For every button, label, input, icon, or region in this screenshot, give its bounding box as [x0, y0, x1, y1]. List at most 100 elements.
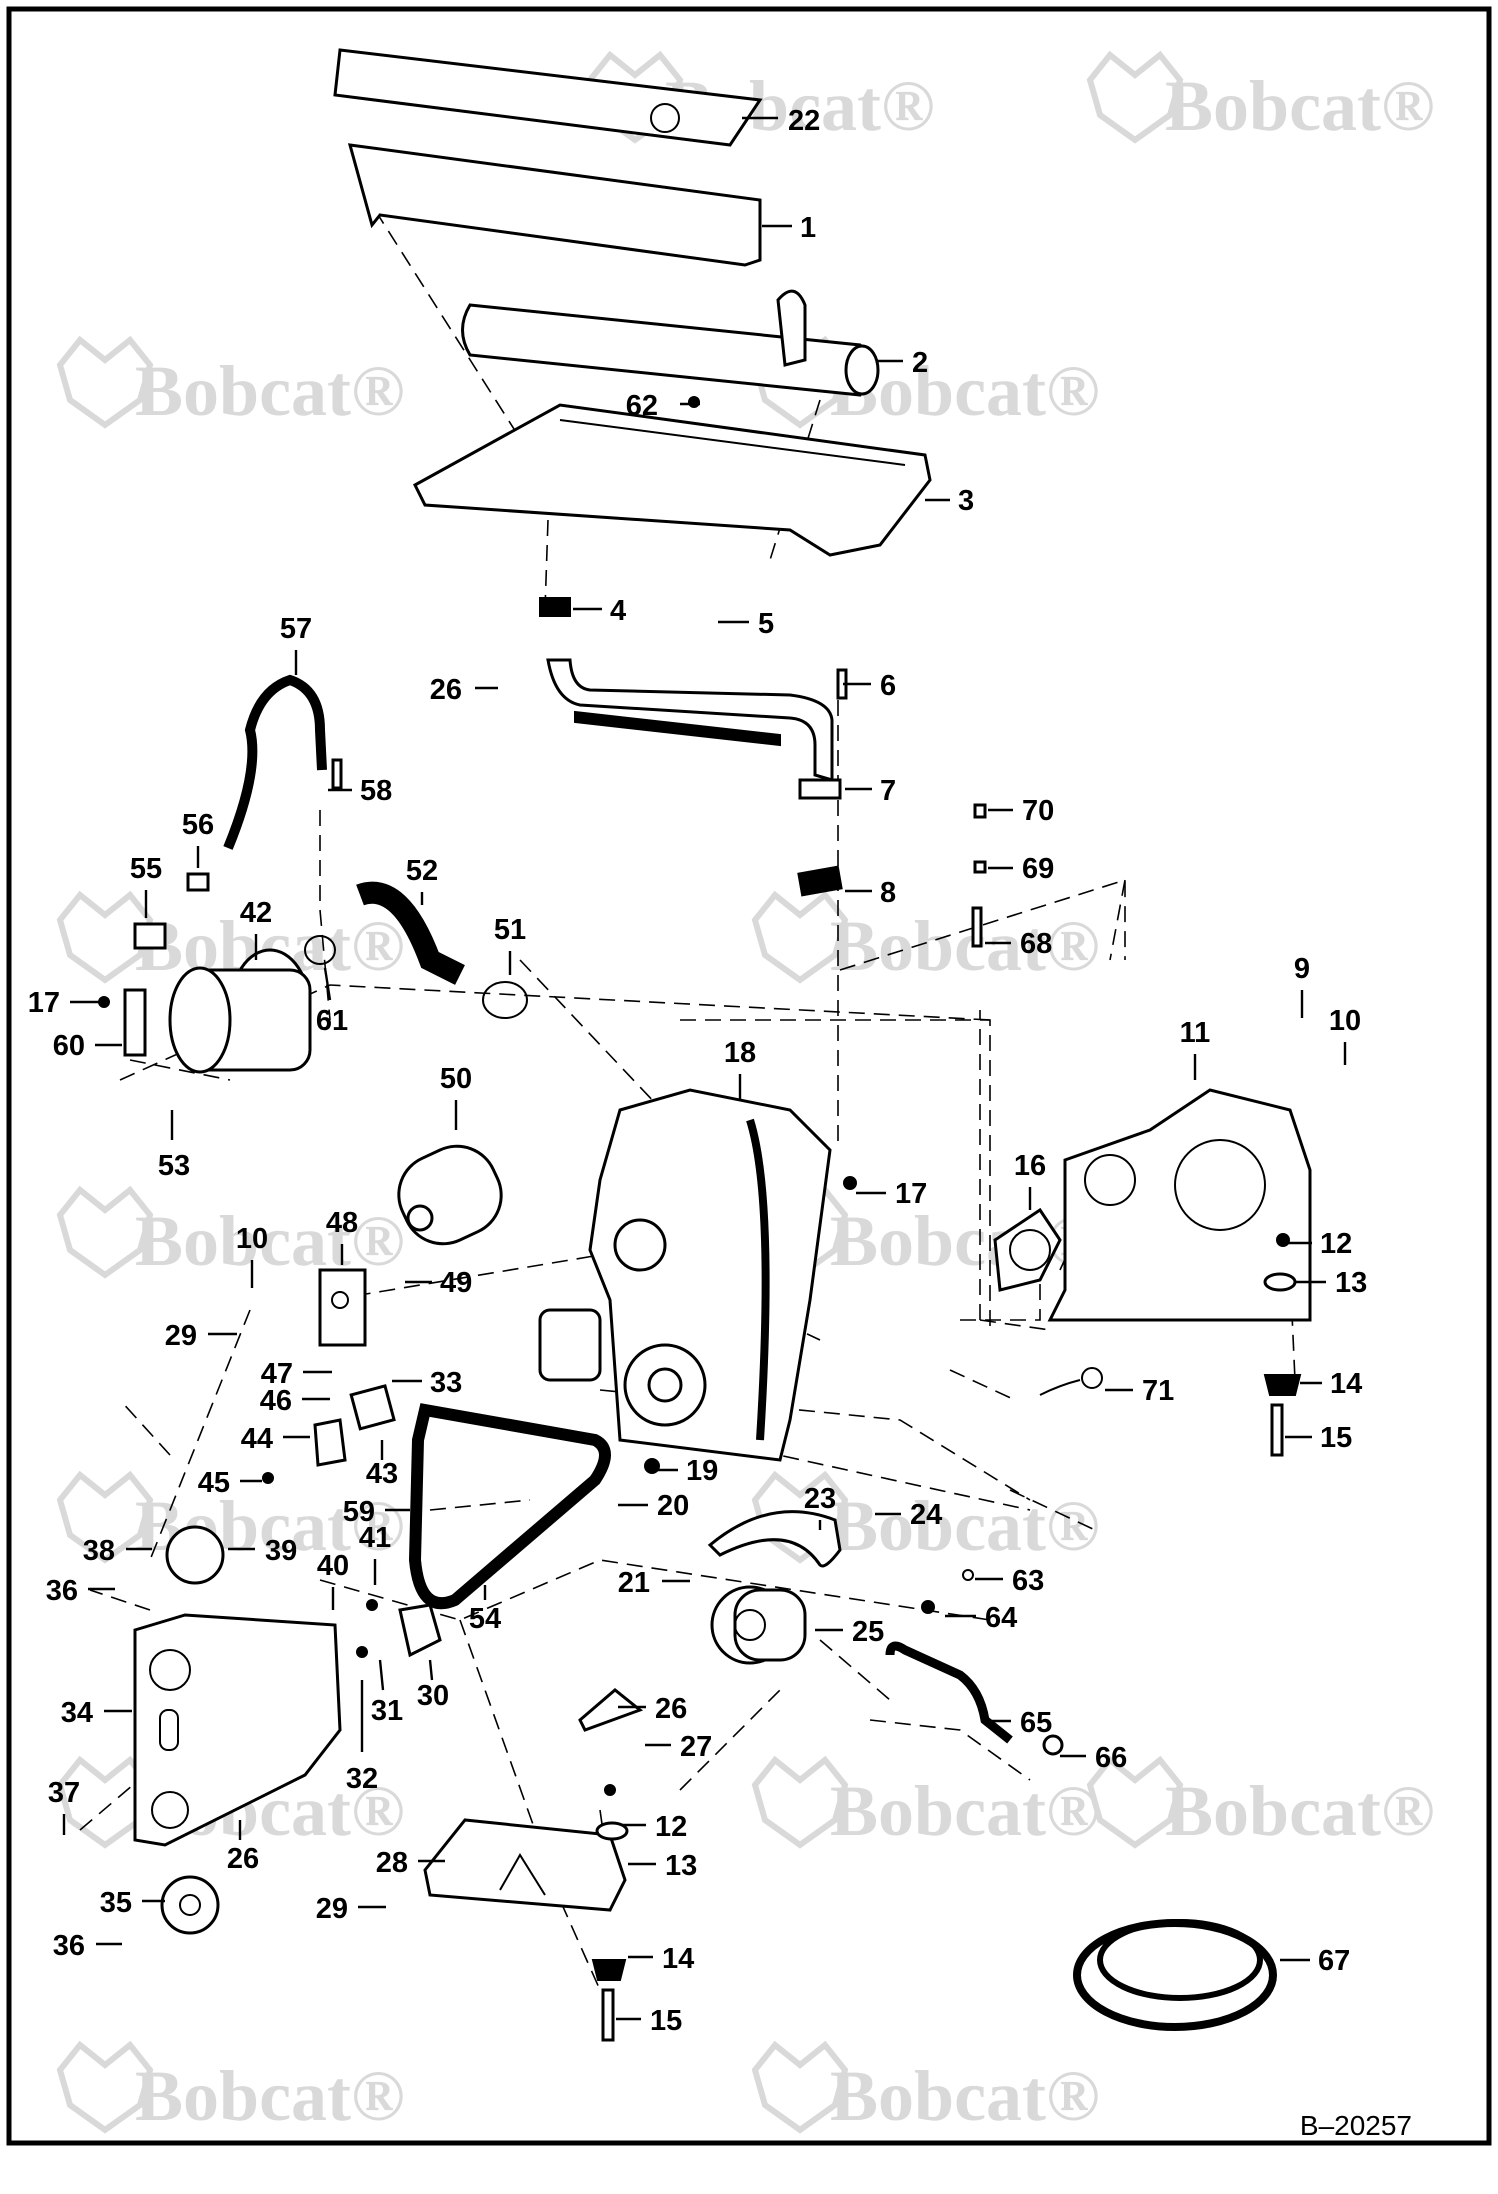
callout-number: 57 — [280, 613, 312, 645]
watermark-text: Bobcat® — [135, 1201, 405, 1281]
callout-number: 62 — [626, 390, 658, 422]
callout-number: 41 — [359, 1522, 391, 1554]
watermark-logo: Bobcat® — [56, 1185, 405, 1281]
callout-14: 14 — [1300, 1368, 1362, 1400]
callout-number: 33 — [430, 1367, 462, 1399]
callout-number: 16 — [1014, 1150, 1046, 1182]
callout-number: 1 — [800, 212, 816, 244]
callout-64: 64 — [945, 1602, 1017, 1634]
callout-13: 13 — [628, 1850, 697, 1882]
callout-57: 57 — [280, 613, 312, 675]
watermark-logo: Bobcat® — [56, 2040, 405, 2136]
callout-46: 46 — [260, 1385, 330, 1417]
callout-2: 2 — [876, 347, 928, 379]
callout-number: 5 — [758, 608, 774, 640]
callout-number: 29 — [165, 1320, 197, 1352]
bobcat-head-icon — [751, 1755, 849, 1849]
callout-40: 40 — [317, 1550, 349, 1610]
callout-15: 15 — [616, 2005, 682, 2037]
callout-20: 20 — [618, 1490, 689, 1522]
callout-number: 36 — [53, 1930, 85, 1962]
callout-17: 17 — [28, 987, 100, 1019]
watermark-text: Bobcat® — [830, 906, 1100, 986]
callout-13: 13 — [1296, 1267, 1367, 1299]
callout-27: 27 — [645, 1731, 712, 1763]
callout-number: 10 — [1329, 1005, 1361, 1037]
callout-28: 28 — [376, 1847, 445, 1879]
callout-number: 50 — [440, 1063, 472, 1095]
callout-7: 7 — [845, 775, 896, 807]
callout-35: 35 — [100, 1887, 165, 1919]
callout-number: 43 — [366, 1458, 398, 1490]
callout-60: 60 — [53, 1030, 122, 1062]
callout-66: 66 — [1060, 1742, 1127, 1774]
bobcat-head-icon — [56, 1470, 154, 1564]
callout-number: 13 — [1335, 1267, 1367, 1299]
bobcat-head-icon — [56, 1185, 154, 1279]
callout-11: 11 — [1180, 1017, 1211, 1080]
callout-21: 21 — [618, 1567, 690, 1599]
watermark-logo: Bobcat® — [751, 1470, 1100, 1566]
callout-number: 28 — [376, 1847, 408, 1879]
callout-62: 62 — [626, 390, 700, 422]
callout-number: 22 — [788, 105, 820, 137]
callout-34: 34 — [61, 1697, 132, 1729]
callout-number: 31 — [371, 1695, 403, 1727]
callout-3: 3 — [925, 485, 974, 517]
callout-38: 38 — [83, 1535, 152, 1567]
callout-number: 34 — [61, 1697, 93, 1729]
callout-4: 4 — [573, 595, 626, 627]
callout-22: 22 — [742, 105, 820, 137]
watermark-logo: Bobcat® — [56, 335, 405, 431]
callout-number: 26 — [430, 674, 462, 706]
bobcat-head-icon — [751, 2040, 849, 2134]
bobcat-head-icon — [56, 335, 154, 429]
callout-39: 39 — [228, 1535, 297, 1567]
callout-number: 10 — [236, 1223, 268, 1255]
watermark-text: Bobcat® — [830, 1486, 1100, 1566]
callout-14: 14 — [628, 1943, 694, 1975]
bobcat-head-icon — [56, 2040, 154, 2134]
watermark-logo: Bobcat® — [1086, 50, 1435, 146]
callout-number: 67 — [1318, 1945, 1350, 1977]
callout-number: 58 — [360, 775, 392, 807]
bobcat-head-icon — [56, 890, 154, 984]
callout-number: 11 — [1180, 1017, 1211, 1049]
bobcat-head-icon — [751, 1470, 849, 1564]
part-shapes — [98, 48, 1312, 2042]
callout-48: 48 — [326, 1207, 358, 1265]
callout-31: 31 — [371, 1659, 403, 1727]
callout-number: 63 — [1012, 1565, 1044, 1597]
drawing-number: B–20257 — [1299, 2110, 1412, 2141]
callout-42: 42 — [240, 897, 272, 960]
callout-number: 15 — [1320, 1422, 1352, 1454]
callout-6: 6 — [843, 670, 896, 702]
callout-50: 50 — [440, 1063, 472, 1130]
callout-number: 6 — [880, 670, 896, 702]
watermark-logo: Bobcat® — [751, 1755, 1100, 1851]
watermark-logo: Bobcat® — [751, 890, 1100, 986]
callout-51: 51 — [494, 914, 526, 975]
callout-16: 16 — [1014, 1150, 1046, 1210]
callout-33: 33 — [392, 1367, 462, 1399]
callout-47: 47 — [261, 1358, 332, 1390]
callout-number: 44 — [241, 1423, 273, 1455]
callout-number: 7 — [880, 775, 896, 807]
callout-number: 2 — [912, 347, 928, 379]
watermark-logo: Bobcat® — [56, 1470, 405, 1566]
callout-number: 37 — [48, 1777, 80, 1809]
callout-number: 53 — [158, 1150, 190, 1182]
callout-number: 69 — [1022, 853, 1054, 885]
callout-number: 60 — [53, 1030, 85, 1062]
callout-30: 30 — [417, 1659, 449, 1712]
callout-number: 29 — [316, 1893, 348, 1925]
watermark-logo: Bobcat® — [1086, 1755, 1435, 1851]
callout-number: 59 — [343, 1496, 375, 1528]
callout-12: 12 — [1288, 1228, 1352, 1260]
callout-number: 26 — [655, 1693, 687, 1725]
callout-leader-line — [323, 967, 332, 1001]
callout-number: 32 — [346, 1763, 378, 1795]
callout-number: 24 — [910, 1499, 942, 1531]
